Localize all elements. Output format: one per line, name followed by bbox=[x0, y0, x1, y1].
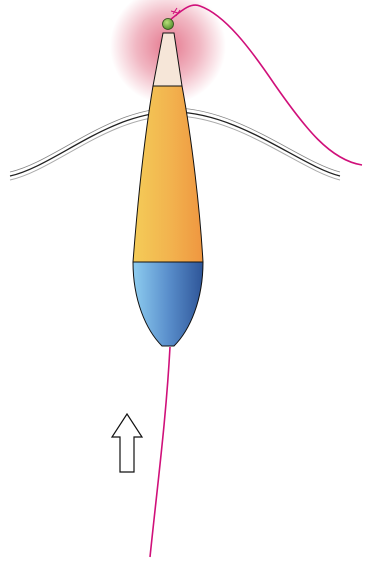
fishing-line-lower bbox=[149, 346, 171, 558]
fishing-float-icon bbox=[132, 32, 204, 347]
bead-icon bbox=[162, 18, 174, 30]
up-arrow-icon bbox=[110, 412, 144, 473]
fishing-line-upper bbox=[169, 4, 363, 166]
float-base bbox=[132, 261, 204, 347]
float-body bbox=[132, 85, 204, 263]
line-knot bbox=[170, 7, 181, 17]
